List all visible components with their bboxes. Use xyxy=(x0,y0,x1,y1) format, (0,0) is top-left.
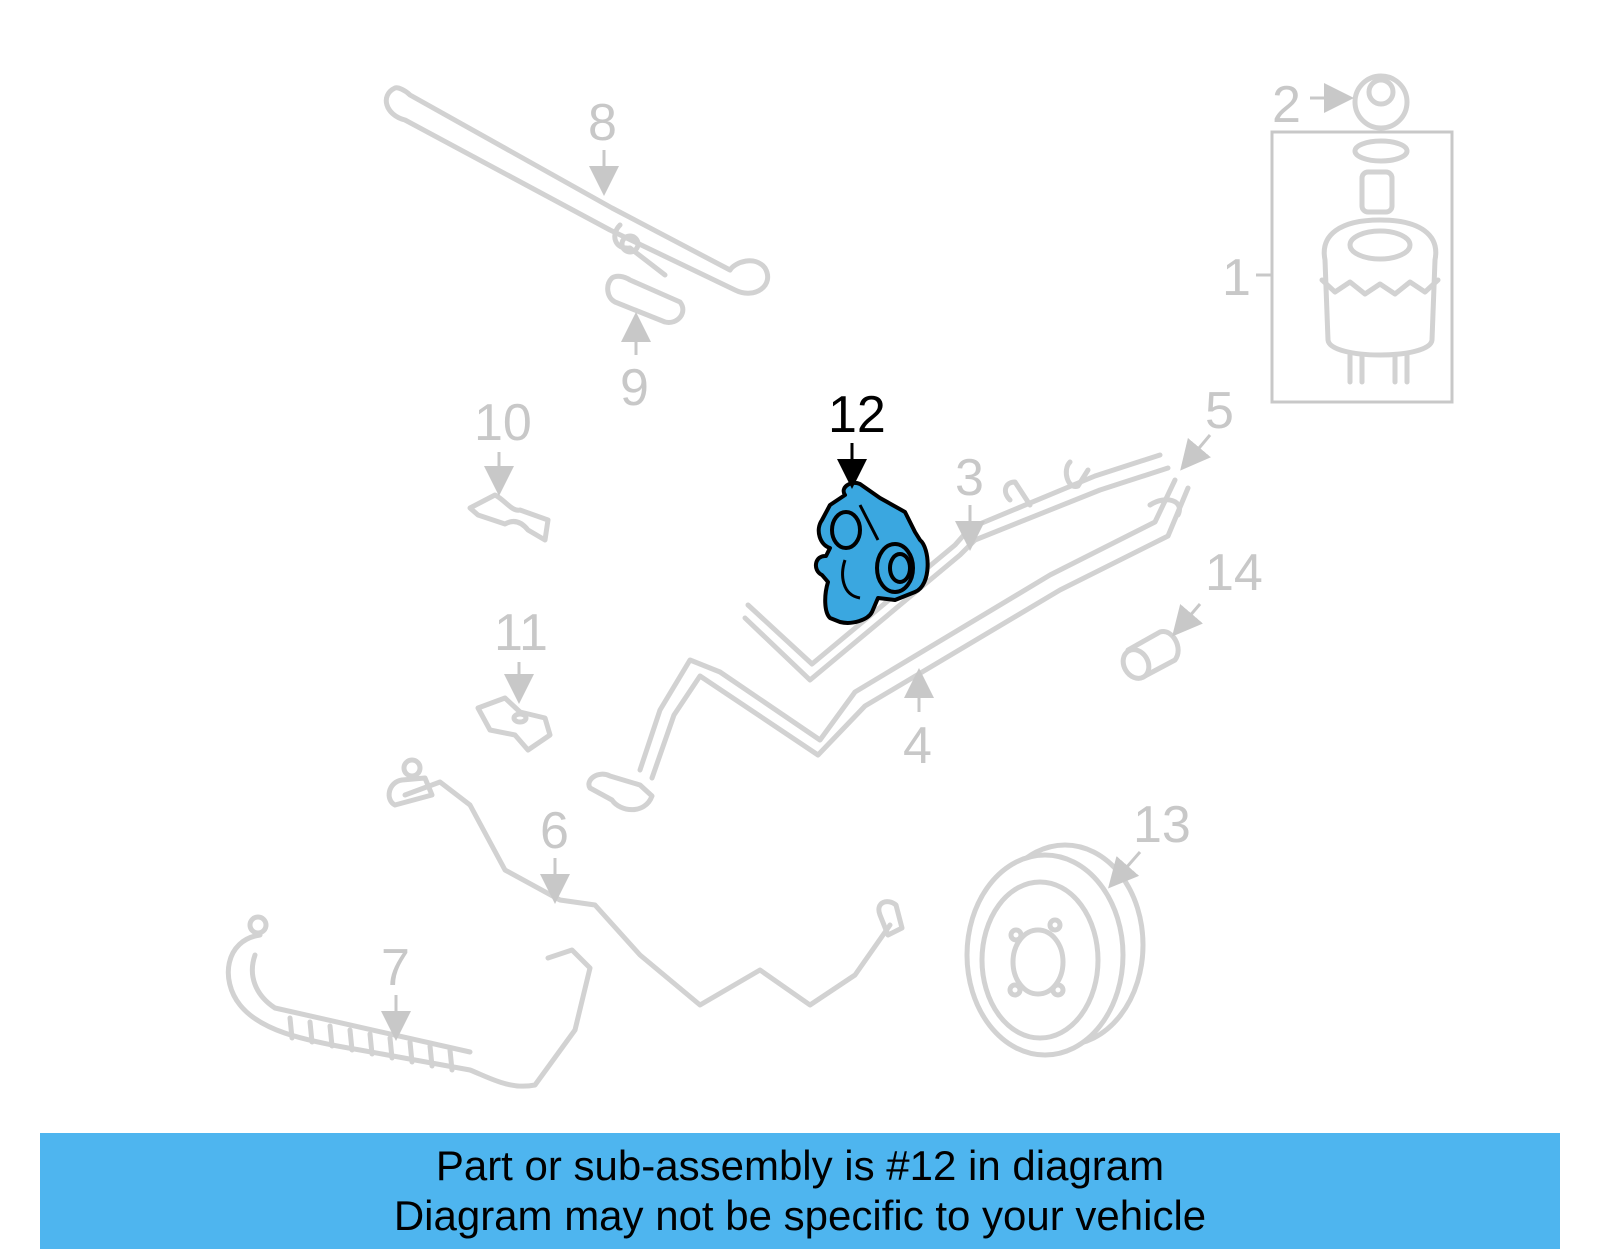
part-11-clamp[interactable] xyxy=(475,695,553,753)
label-7: 7 xyxy=(381,939,410,997)
label-2: 2 xyxy=(1272,76,1301,134)
label-8: 8 xyxy=(588,94,617,152)
label-4: 4 xyxy=(903,717,932,775)
part-9-pad[interactable] xyxy=(605,273,686,325)
part-14-sleeve[interactable] xyxy=(1118,629,1181,683)
label-10: 10 xyxy=(474,394,532,452)
label-3: 3 xyxy=(955,449,984,507)
label-11: 11 xyxy=(494,604,548,662)
part-2-cap[interactable] xyxy=(1352,73,1410,131)
part-7-return-hose[interactable] xyxy=(225,914,593,1089)
label-9: 9 xyxy=(620,359,649,417)
part-13-pulley[interactable] xyxy=(964,842,1146,1058)
arrow-14 xyxy=(1172,603,1204,637)
part-12-power-steering-pump[interactable] xyxy=(813,481,930,625)
label-13: 13 xyxy=(1133,796,1191,854)
banner-line-1: Part or sub-assembly is #12 in diagram xyxy=(435,1142,1165,1189)
part-10-clamp[interactable] xyxy=(467,492,551,543)
part-6-hose[interactable] xyxy=(386,757,905,1008)
part-8-bracket[interactable] xyxy=(383,85,771,296)
label-6: 6 xyxy=(540,802,569,860)
arrow-5 xyxy=(1180,434,1212,471)
info-banner: Part or sub-assembly is #12 in diagram D… xyxy=(40,1133,1560,1249)
arrow-13 xyxy=(1108,851,1142,889)
label-12: 12 xyxy=(828,386,886,444)
label-14: 14 xyxy=(1205,544,1263,602)
part-4-return-line[interactable] xyxy=(586,477,1191,813)
label-1: 1 xyxy=(1222,249,1251,307)
part-1-reservoir[interactable] xyxy=(1270,130,1454,404)
label-5: 5 xyxy=(1205,382,1234,440)
banner-line-2: Diagram may not be specific to your vehi… xyxy=(393,1192,1207,1239)
